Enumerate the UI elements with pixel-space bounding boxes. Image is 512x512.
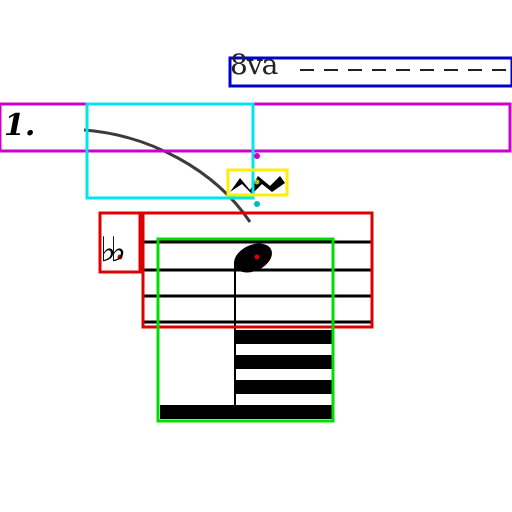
anchor-point (254, 179, 260, 185)
beam (235, 380, 333, 394)
accidental-box[interactable] (98, 211, 142, 274)
slur-curve (83, 128, 252, 223)
double-flat-accidental: ♭♭ (100, 230, 126, 270)
ornament-box[interactable] (226, 168, 289, 197)
beam (160, 405, 333, 419)
slur-box[interactable] (85, 102, 255, 200)
stem-box[interactable] (156, 237, 335, 423)
annotation-boxes (0, 56, 512, 423)
anchor-point (254, 201, 260, 207)
fingering-label: 1. (4, 108, 36, 143)
mordent-ornament (230, 176, 285, 194)
anchor-point (254, 254, 260, 260)
note-beams (160, 330, 333, 419)
anchor-point (117, 254, 123, 260)
note-head (234, 243, 272, 273)
ottava-label: 8va (230, 48, 278, 81)
fingering-box[interactable] (0, 102, 512, 153)
beam (235, 330, 333, 344)
staff-box[interactable] (141, 211, 374, 329)
anchor-markers (117, 153, 260, 260)
anchor-point (254, 153, 260, 159)
ottava-box[interactable] (228, 56, 512, 88)
beam (235, 355, 333, 369)
